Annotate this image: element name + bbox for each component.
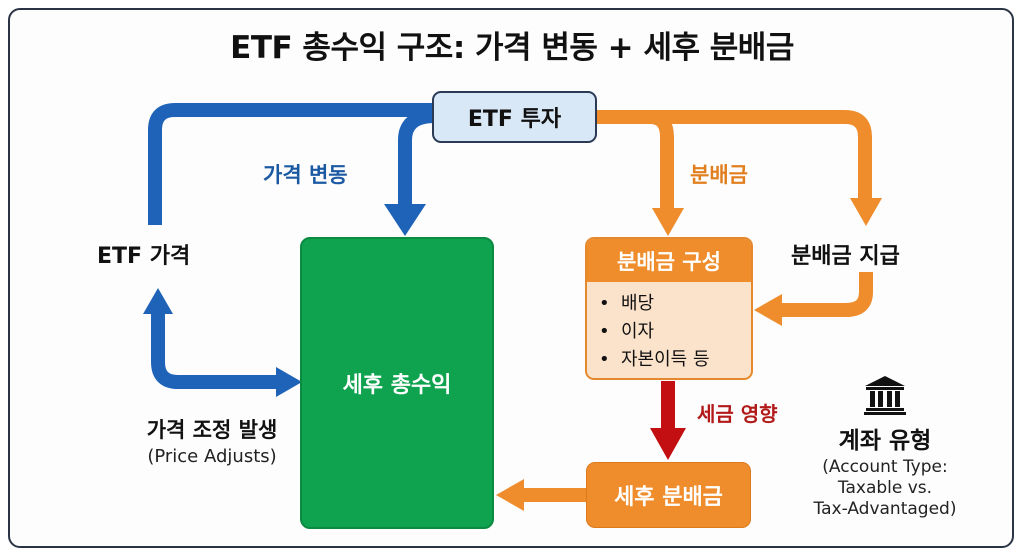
blue-arrowhead-up <box>143 288 173 314</box>
blue-arrow-price-change <box>398 109 436 205</box>
orange-arrowhead-comp <box>652 208 684 236</box>
bullet-icon: • <box>599 321 610 342</box>
account-type-sublabel-line: Taxable vs. <box>837 478 933 498</box>
orange-connector-top <box>597 110 872 200</box>
orange-arrowhead-left-total <box>496 479 524 511</box>
node-after-tax-distribution: 세후 분배금 <box>586 462 751 528</box>
edge-label-tax-effect: 세금 영향 <box>697 402 778 426</box>
account-type-sublabel: (Account Type: Taxable vs. Tax-Advantage… <box>800 457 970 520</box>
node-price-adjustment: 가격 조정 발생 (Price Adjusts) <box>122 414 302 467</box>
blue-arrowhead-right <box>276 367 302 397</box>
node-after-tax-total-return: 세후 총수익 <box>300 237 494 529</box>
orange-arrowhead-dist-pay <box>850 198 882 226</box>
blue-arrowhead-down <box>384 204 426 236</box>
blue-connector-etf-price <box>148 103 435 225</box>
bank-icon <box>864 376 906 415</box>
orange-arrow-distribution <box>597 110 674 210</box>
orange-arrow-pay-to-comp <box>780 272 873 317</box>
bullet-icon: • <box>599 349 610 370</box>
composition-item: • 이자 <box>599 318 751 346</box>
orange-arrowhead-left-comp <box>754 294 782 326</box>
edge-label-price-change: 가격 변동 <box>263 163 348 187</box>
red-arrowhead-down <box>650 428 686 460</box>
composition-item-label: 자본이득 등 <box>621 349 710 370</box>
node-etf-price: ETF 가격 <box>97 244 191 269</box>
node-account-type: 계좌 유형 (Account Type: Taxable vs. Tax-Adv… <box>800 375 970 520</box>
node-distribution-composition: 분배금 구성 • 배당 • 이자 • 자본이득 등 <box>585 237 753 380</box>
bullet-icon: • <box>599 293 610 314</box>
price-adjustment-sublabel: (Price Adjusts) <box>147 446 277 467</box>
account-type-label: 계좌 유형 <box>838 428 932 454</box>
composition-header: 분배금 구성 <box>587 239 751 282</box>
node-etf-investment: ETF 투자 <box>432 91 597 143</box>
price-adjustment-label: 가격 조정 발생 <box>146 418 278 442</box>
composition-item-label: 배당 <box>621 293 655 314</box>
composition-item: • 자본이득 등 <box>599 346 751 374</box>
node-distribution-payment: 분배금 지급 <box>791 244 900 269</box>
blue-arrow-price-adjust <box>151 312 278 389</box>
composition-list: • 배당 • 이자 • 자본이득 등 <box>587 282 751 374</box>
edge-label-distribution: 분배금 <box>690 163 748 187</box>
composition-item: • 배당 <box>599 290 751 318</box>
account-type-sublabel-line: (Account Type: <box>822 457 948 477</box>
composition-item-label: 이자 <box>621 321 655 342</box>
diagram-title: ETF 총수익 구조: 가격 변동 + 세후 분배금 <box>230 30 794 66</box>
account-type-sublabel-line: Tax-Advantaged) <box>813 499 957 519</box>
